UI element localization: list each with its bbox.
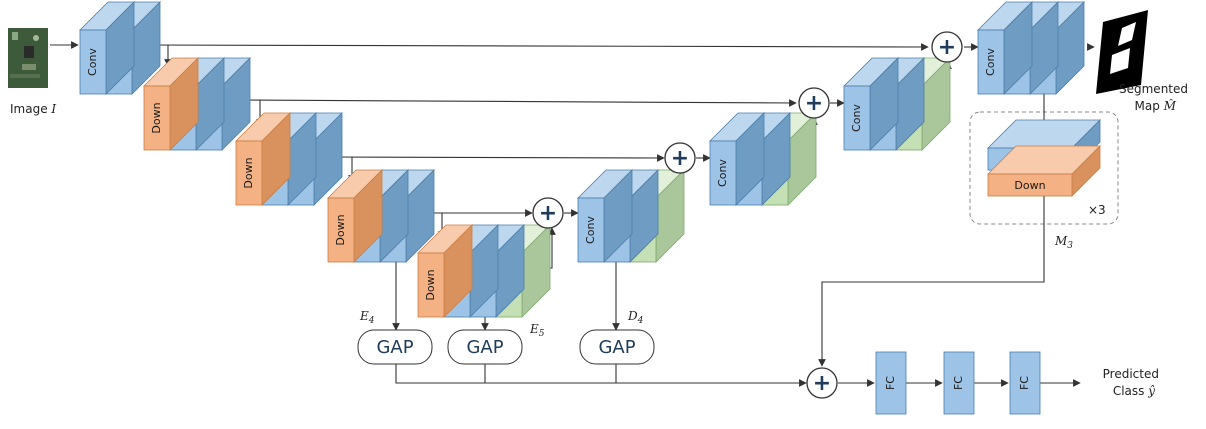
network-blocks: ConvConvConvConvDownConvConvDownConvConv…	[79, 1, 1101, 415]
fc-3-label: FC	[1018, 376, 1031, 390]
decoder-level2-conv-1: Conv	[843, 57, 899, 151]
plus-level2-symbol: +	[805, 91, 823, 116]
encoder-level2-down-1-label: Down	[150, 102, 163, 133]
e4-label: E4	[359, 309, 375, 326]
segmented-map-image	[1096, 10, 1148, 94]
fc-3-block: FC	[1009, 351, 1041, 415]
gap-e5-label: GAP	[466, 337, 503, 358]
bottleneck-down-1-label: Down	[424, 269, 437, 300]
predicted-label-line2: Class ŷ	[1113, 384, 1155, 398]
fc-1-block: FC	[875, 351, 907, 415]
encoder-level3-down-1: Down	[235, 112, 291, 206]
fc-2-label: FC	[952, 376, 965, 390]
input-image	[8, 28, 48, 88]
segmented-label-line2: Map M̂	[1135, 98, 1177, 113]
gap-d4-block: GAP	[579, 329, 655, 365]
head-down-block-label: Down	[1014, 179, 1045, 192]
decoder-level3-conv-1: Conv	[709, 112, 765, 206]
fc-2-block: FC	[943, 351, 975, 415]
gap-e5-block: GAP	[447, 329, 523, 365]
plus-level3-symbol: +	[671, 146, 689, 171]
decoder-level4-conv-1-label: Conv	[584, 216, 597, 244]
gap-d4-label: GAP	[598, 337, 635, 358]
m3-label: M3	[1054, 234, 1073, 251]
encoder-level2-down-1: Down	[143, 57, 199, 151]
decoder-level2-conv-1-label: Conv	[850, 104, 863, 132]
bottleneck-down-1: Down	[417, 224, 473, 318]
plus-level4-symbol: +	[539, 201, 557, 226]
decoder-level4-conv-1: Conv	[577, 169, 633, 263]
fc-1-label: FC	[884, 376, 897, 390]
plus-level3: +	[664, 142, 696, 174]
head-down-block: Down	[987, 145, 1101, 197]
e5-label: E5	[529, 322, 545, 339]
gap-e4-block: GAP	[357, 329, 433, 365]
encoder-level4-down-1-label: Down	[334, 214, 347, 245]
plus-classifier: +	[806, 367, 838, 399]
predicted-label-line1: Predicted	[1103, 367, 1159, 381]
image-label: Image I	[10, 102, 56, 116]
decoder-level3-conv-1-label: Conv	[716, 159, 729, 187]
plus-classifier-symbol: +	[813, 371, 831, 396]
gap-e4-label: GAP	[376, 337, 413, 358]
encoder-level1-conv-1-label: Conv	[86, 48, 99, 76]
encoder-level3-down-1-label: Down	[242, 157, 255, 188]
plus-level4: +	[532, 197, 564, 229]
plus-level1: +	[931, 31, 963, 63]
plus-level1-symbol: +	[938, 35, 956, 60]
segmented-label-line1: Segmented	[1119, 82, 1188, 96]
decoder-level1-output-conv-1: Conv	[977, 1, 1033, 95]
plus-level2: +	[798, 87, 830, 119]
d4-label: D4	[627, 309, 644, 326]
encoder-level4-down-1: Down	[327, 169, 383, 263]
repeat-label: ×3	[1088, 203, 1106, 217]
connections	[50, 41, 1095, 387]
decoder-level1-output-conv-1-label: Conv	[984, 48, 997, 76]
encoder-level1-conv-1: Conv	[79, 1, 135, 95]
